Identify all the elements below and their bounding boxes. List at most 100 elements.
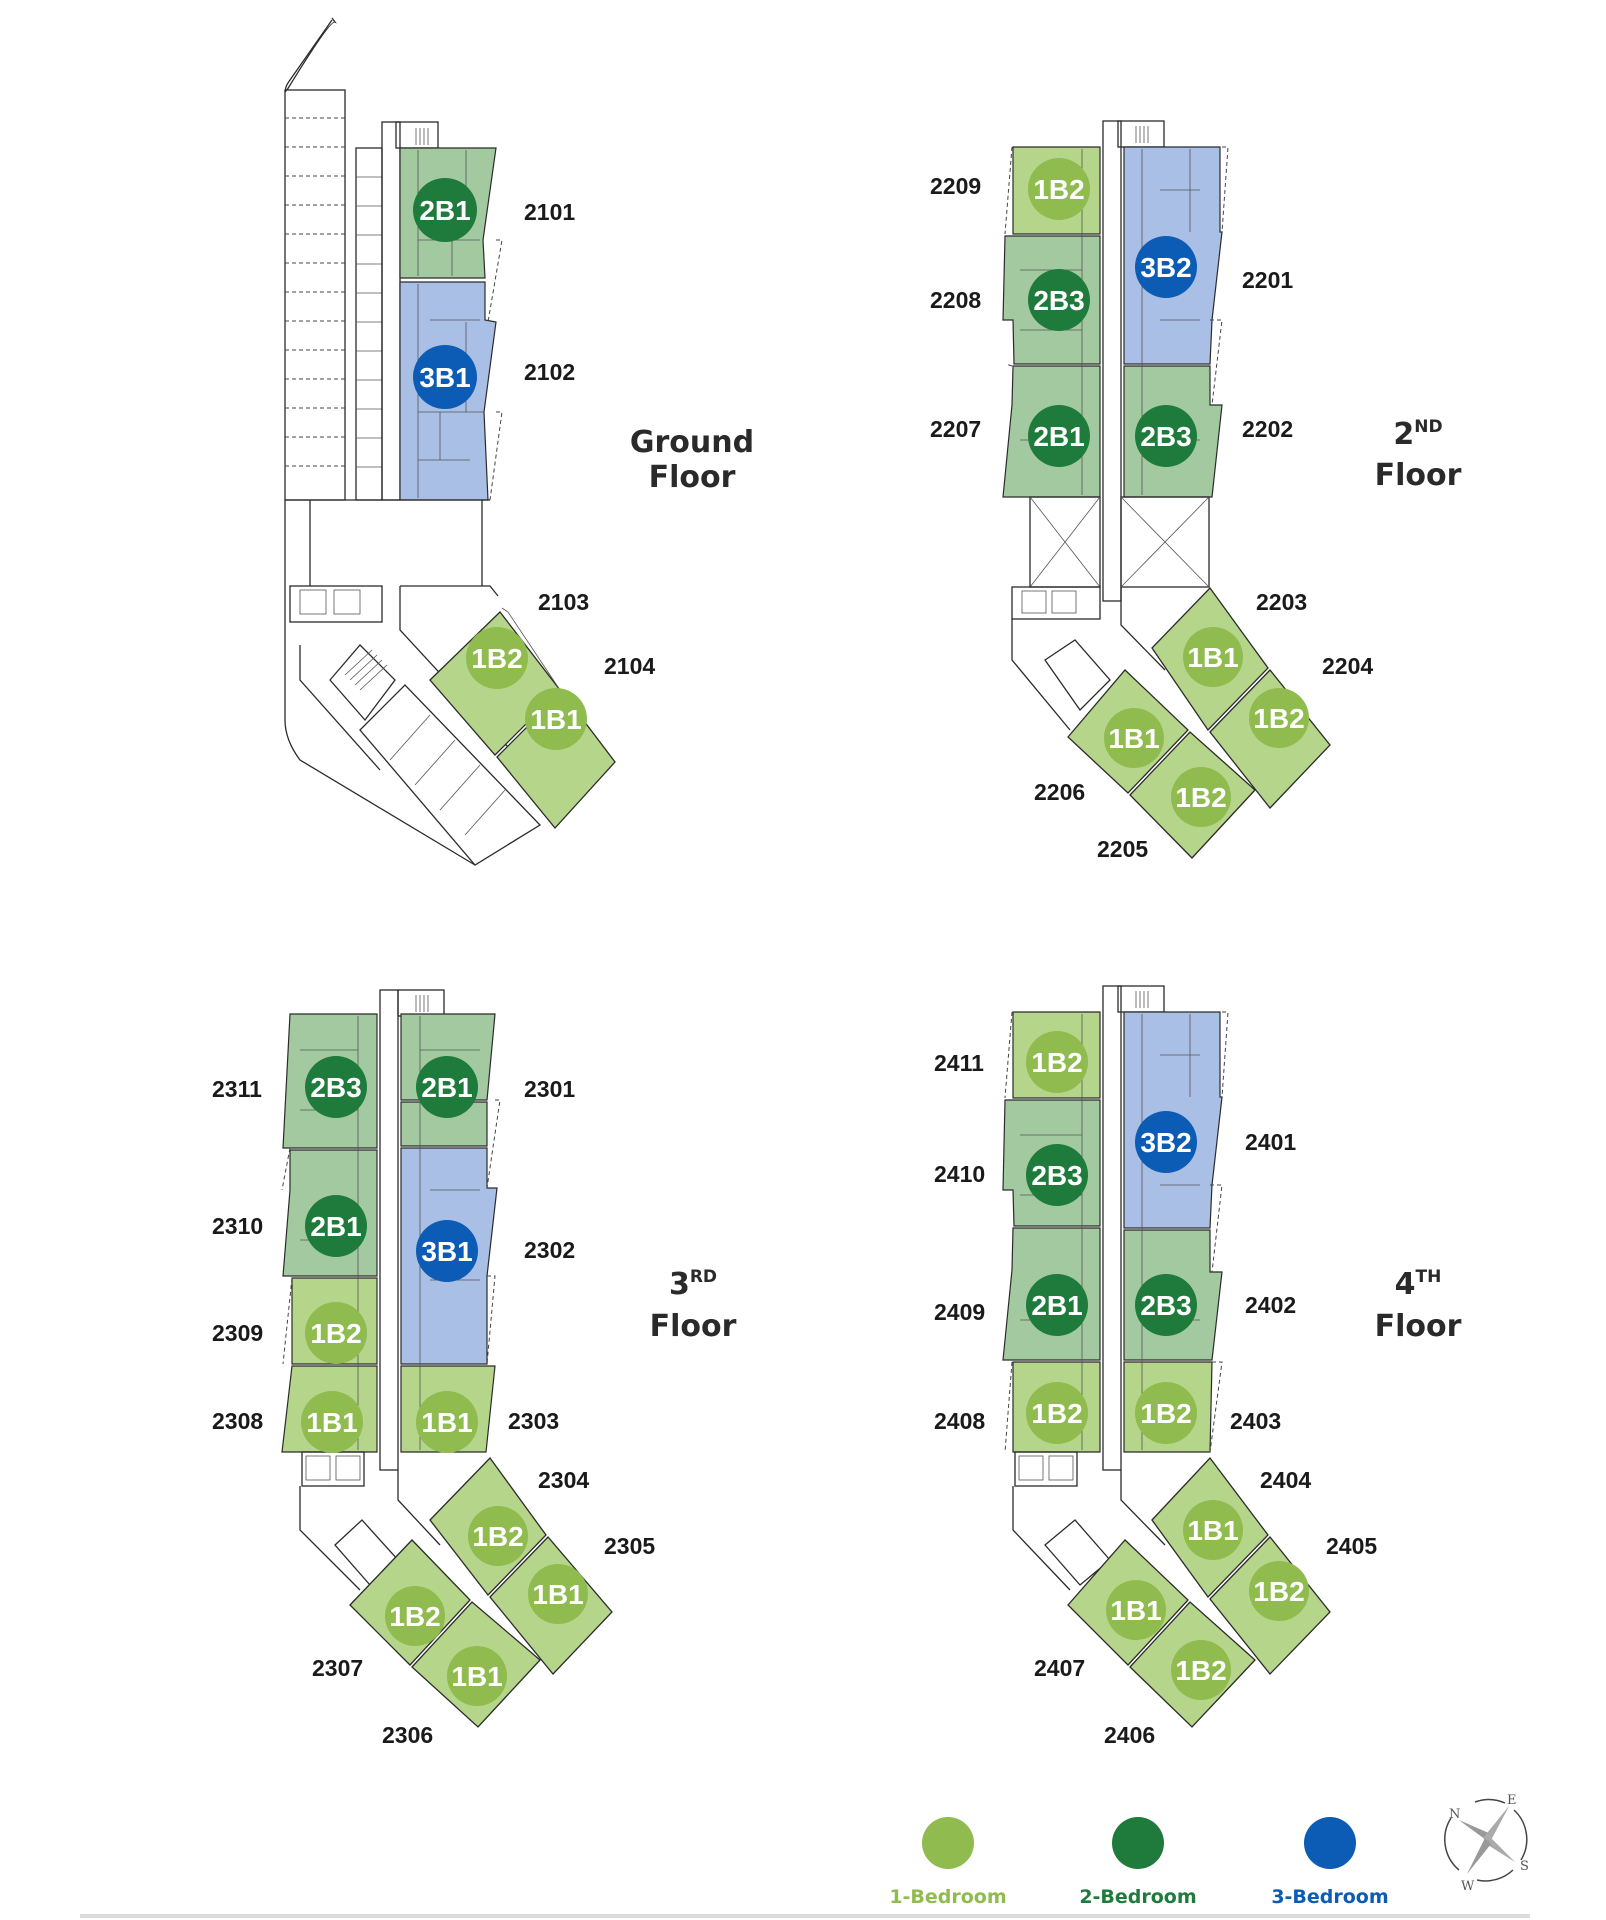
unit-number-2205: 2205 — [1097, 836, 1148, 862]
unit-2206-badge[interactable]: 1B1 — [1104, 708, 1164, 768]
unit-2103-badge[interactable]: 1B2 — [466, 627, 528, 689]
unit-2408-badge[interactable]: 1B2 — [1026, 1382, 1088, 1444]
svg-text:2-Bedroom: 2-Bedroom — [1079, 1886, 1196, 1908]
svg-text:2B1: 2B1 — [419, 195, 470, 226]
unit-2208-badge[interactable]: 2B3 — [1028, 269, 1090, 331]
unit-number-2304: 2304 — [538, 1467, 589, 1493]
svg-text:1B2: 1B2 — [1253, 1576, 1304, 1607]
unit-2407-badge[interactable]: 1B1 — [1106, 1580, 1166, 1640]
compass-rose-icon: N E S W — [1444, 1793, 1529, 1894]
unit-number-2208: 2208 — [930, 287, 981, 313]
unit-2409-badge[interactable]: 2B1 — [1026, 1274, 1088, 1336]
unit-2201-badge[interactable]: 3B2 — [1135, 236, 1197, 298]
svg-text:1B2: 1B2 — [1031, 1047, 1082, 1078]
stairwell — [329, 644, 396, 722]
svg-text:2B3: 2B3 — [1031, 1160, 1082, 1191]
legend-swatch-1-bedroom — [922, 1817, 974, 1869]
unit-2205-badge[interactable]: 1B2 — [1171, 767, 1231, 827]
second-floor-plan: 1B2 3B2 2B3 2B1 2B3 1B1 1B2 1B1 1B2 2209… — [930, 120, 1462, 862]
unit-2304-badge[interactable]: 1B2 — [468, 1506, 528, 1566]
svg-text:2B3: 2B3 — [310, 1072, 361, 1103]
floor-title-ground-line1: Ground — [630, 425, 754, 460]
svg-text:2B3: 2B3 — [1033, 285, 1084, 316]
svg-text:1B1: 1B1 — [530, 704, 581, 735]
unit-2410-badge[interactable]: 2B3 — [1026, 1144, 1088, 1206]
legend-item-3-bedroom: 3-Bedroom — [1271, 1817, 1389, 1908]
unit-2305-badge[interactable]: 1B1 — [528, 1564, 588, 1624]
unit-number-2409: 2409 — [934, 1299, 985, 1325]
unit-2204-badge[interactable]: 1B2 — [1249, 688, 1309, 748]
unit-2104-badge[interactable]: 1B1 — [525, 688, 587, 750]
unit-number-2202: 2202 — [1242, 416, 1293, 442]
svg-text:1B2: 1B2 — [310, 1318, 361, 1349]
unit-2311-badge[interactable]: 2B3 — [305, 1056, 367, 1118]
unit-2404-badge[interactable]: 1B1 — [1183, 1500, 1243, 1560]
svg-text:2B1: 2B1 — [421, 1072, 472, 1103]
unit-2202-badge[interactable]: 2B3 — [1135, 405, 1197, 467]
svg-text:1B2: 1B2 — [1140, 1398, 1191, 1429]
unit-number-2204: 2204 — [1322, 653, 1373, 679]
unit-2306-badge[interactable]: 1B1 — [447, 1646, 507, 1706]
unit-2203-badge[interactable]: 1B1 — [1183, 627, 1243, 687]
corridor — [1102, 985, 1122, 1471]
unit-2403-badge[interactable]: 1B2 — [1135, 1382, 1197, 1444]
unit-2308-badge[interactable]: 1B1 — [301, 1391, 363, 1453]
unit-number-2402: 2402 — [1245, 1292, 1296, 1318]
unit-number-2311: 2311 — [212, 1076, 262, 1102]
stair-top — [395, 121, 439, 149]
unit-2301-badge[interactable]: 2B1 — [416, 1056, 478, 1118]
floor-title-second-line1: 2ND — [1393, 417, 1442, 452]
unit-2307-badge[interactable]: 1B2 — [385, 1586, 445, 1646]
ground-floor-plan: 2B1 3B1 1B2 1B1 2101 2102 2103 2104 Grou… — [284, 17, 754, 866]
unit-number-2302: 2302 — [524, 1237, 575, 1263]
unit-2411-badge[interactable]: 1B2 — [1026, 1031, 1088, 1093]
unit-number-2310: 2310 — [212, 1213, 263, 1239]
svg-text:1-Bedroom: 1-Bedroom — [889, 1886, 1006, 1908]
legend-swatch-3-bedroom — [1304, 1817, 1356, 1869]
svg-text:1B1: 1B1 — [1108, 723, 1159, 754]
unit-number-2206: 2206 — [1034, 779, 1085, 805]
svg-text:1B1: 1B1 — [306, 1407, 357, 1438]
unit-number-2410: 2410 — [934, 1161, 985, 1187]
unit-number-2407: 2407 — [1034, 1655, 1085, 1681]
unit-2302-badge[interactable]: 3B1 — [416, 1220, 478, 1282]
svg-text:1B2: 1B2 — [471, 643, 522, 674]
unit-2406-badge[interactable]: 1B2 — [1171, 1640, 1231, 1700]
unit-number-2303: 2303 — [508, 1408, 559, 1434]
floor-title-fourth-line1: 4TH — [1395, 1267, 1442, 1302]
unit-2101-badge[interactable]: 2B1 — [413, 178, 477, 242]
unit-number-2408: 2408 — [934, 1408, 985, 1434]
unit-number-2401: 2401 — [1245, 1129, 1296, 1155]
unit-2401-badge[interactable]: 3B2 — [1135, 1111, 1197, 1173]
svg-text:2B1: 2B1 — [1031, 1290, 1082, 1321]
unit-2209-badge[interactable]: 1B2 — [1028, 158, 1090, 220]
unit-2309-badge[interactable]: 1B2 — [305, 1302, 367, 1364]
floor-title-fourth-line2: Floor — [1375, 1309, 1462, 1344]
unit-2310-badge[interactable]: 2B1 — [305, 1195, 367, 1257]
unit-number-2103: 2103 — [538, 589, 589, 615]
svg-text:2B3: 2B3 — [1140, 1290, 1191, 1321]
unit-number-2305: 2305 — [604, 1533, 655, 1559]
legend-item-2-bedroom: 2-Bedroom — [1079, 1817, 1197, 1908]
unit-number-2203: 2203 — [1256, 589, 1307, 615]
unit-2102-badge[interactable]: 3B1 — [413, 345, 477, 409]
unit-number-2102: 2102 — [524, 359, 575, 385]
unit-number-2405: 2405 — [1326, 1533, 1377, 1559]
svg-text:1B2: 1B2 — [1031, 1398, 1082, 1429]
svg-text:1B2: 1B2 — [472, 1521, 523, 1552]
svg-text:1B2: 1B2 — [1253, 703, 1304, 734]
svg-text:1B1: 1B1 — [1110, 1595, 1161, 1626]
unit-2405-badge[interactable]: 1B2 — [1249, 1561, 1309, 1621]
unit-2402-badge[interactable]: 2B3 — [1135, 1274, 1197, 1336]
unit-number-2306: 2306 — [382, 1722, 433, 1748]
compass-n: N — [1449, 1807, 1460, 1822]
compass-w: W — [1461, 1879, 1475, 1894]
svg-text:3B2: 3B2 — [1140, 1127, 1191, 1158]
floor-title-ground-line2: Floor — [649, 460, 736, 495]
svg-text:1B1: 1B1 — [451, 1661, 502, 1692]
svg-text:2B1: 2B1 — [1033, 421, 1084, 452]
unit-2207-badge[interactable]: 2B1 — [1028, 405, 1090, 467]
corridor — [381, 121, 401, 501]
unit-2303-badge[interactable]: 1B1 — [416, 1391, 478, 1453]
